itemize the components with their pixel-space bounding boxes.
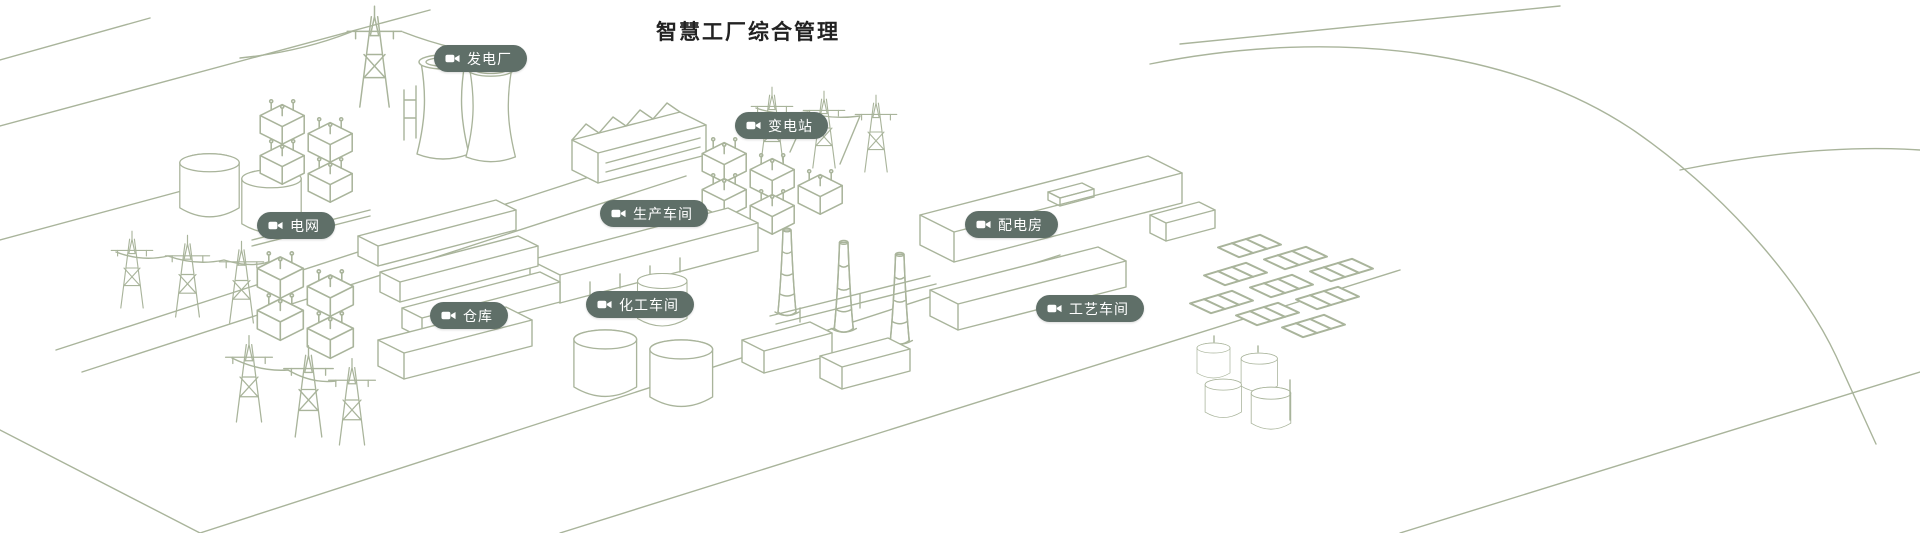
page-title: 智慧工厂综合管理: [656, 21, 840, 44]
hotspot-label: 配电房: [998, 216, 1043, 233]
hotspot-label: 生产车间: [633, 205, 693, 222]
camera-icon: [746, 121, 761, 130]
power-plant-cooling-towers: [403, 54, 517, 163]
camera-icon: [441, 311, 456, 320]
hotspot-power-grid[interactable]: 电网: [257, 212, 335, 239]
right-lower-hall: [929, 246, 1127, 331]
distribution-hall: [919, 155, 1216, 263]
hotspot-label: 工艺车间: [1069, 300, 1129, 317]
camera-icon: [1047, 304, 1062, 313]
camera-icon: [611, 209, 626, 218]
hotspot-process-workshop[interactable]: 工艺车间: [1036, 295, 1144, 322]
hotspot-substation[interactable]: 变电站: [735, 112, 828, 139]
bottom-right-tanks: [1196, 335, 1292, 430]
camera-icon: [445, 54, 460, 63]
hotspot-label: 仓库: [463, 307, 493, 324]
hotspot-chemical-workshop[interactable]: 化工车间: [586, 291, 694, 318]
lower-left-pylons: [224, 334, 377, 446]
sawtooth-factory: [571, 102, 707, 184]
camera-icon: [597, 300, 612, 309]
solar-panel-field: [1189, 233, 1374, 339]
hotspot-label: 发电厂: [467, 50, 512, 67]
hotspot-production-workshop[interactable]: 生产车间: [600, 200, 708, 227]
hotspot-warehouse[interactable]: 仓库: [430, 302, 508, 329]
center-small-buildings: [741, 321, 911, 390]
hotspot-label: 化工车间: [619, 296, 679, 313]
camera-icon: [976, 220, 991, 229]
camera-icon: [268, 221, 283, 230]
hotspot-power-plant[interactable]: 发电厂: [434, 45, 527, 72]
hotspot-label: 电网: [290, 217, 320, 234]
hotspot-distribution-room[interactable]: 配电房: [965, 211, 1058, 238]
chimney-stacks: [769, 227, 937, 345]
hotspot-label: 变电站: [768, 117, 813, 134]
left-pylon-row: [110, 230, 269, 324]
